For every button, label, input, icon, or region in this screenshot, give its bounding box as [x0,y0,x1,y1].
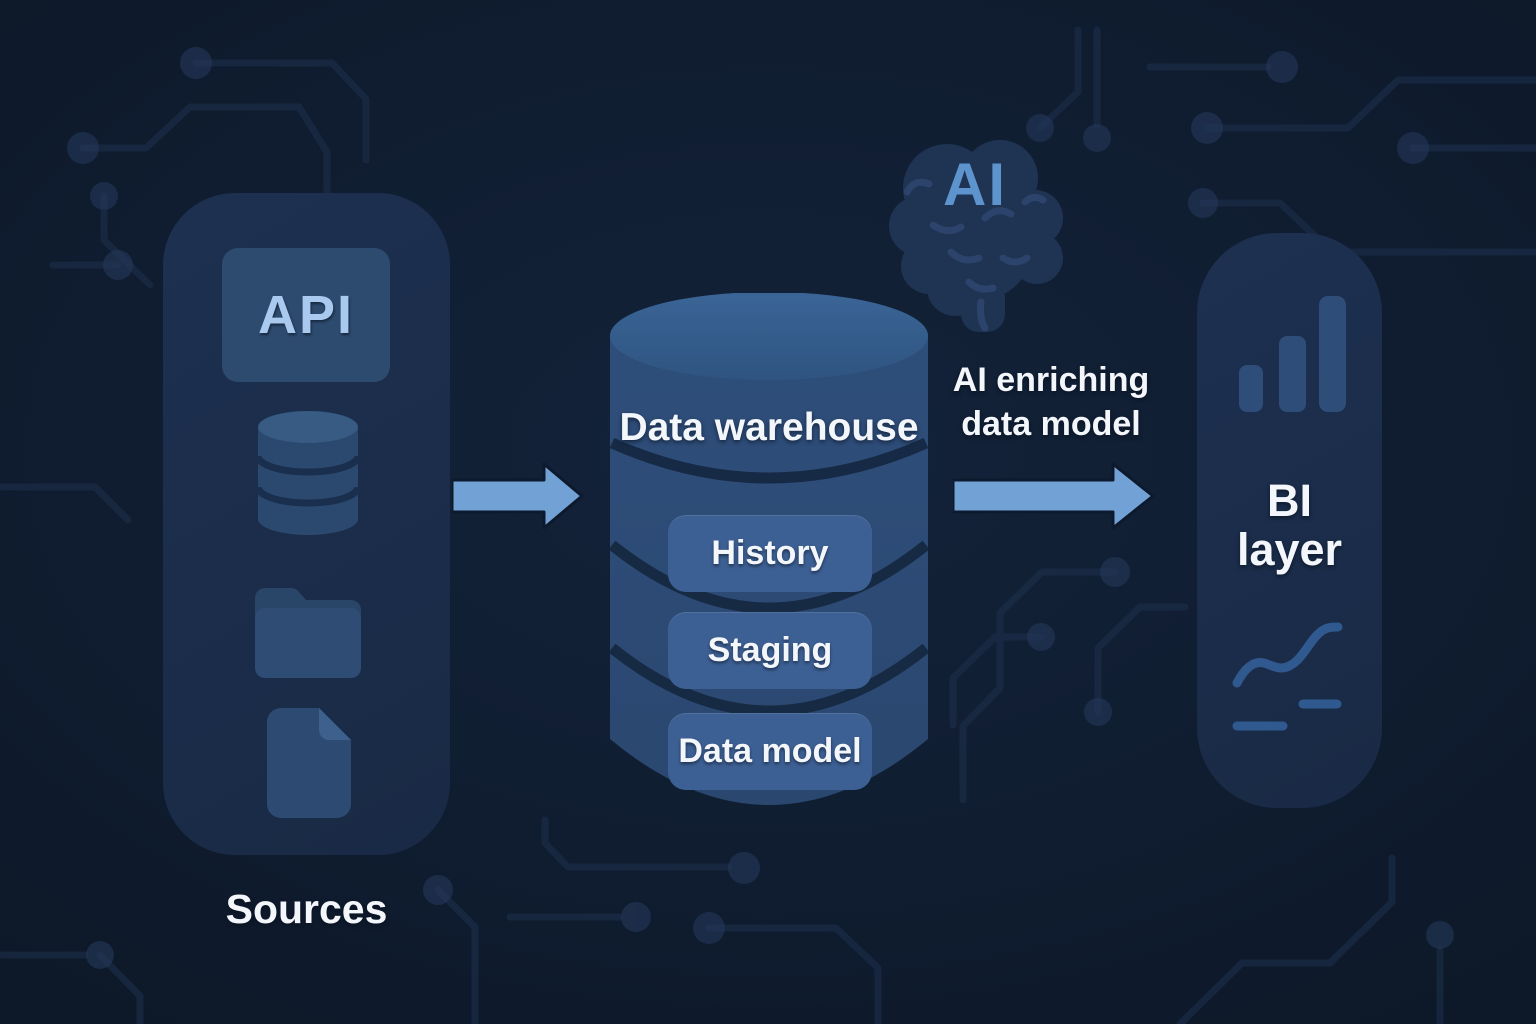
ai-caption-line1: AI enriching [952,361,1150,399]
folder-icon [255,587,361,678]
bi-label-line1: BI [1267,475,1312,526]
sources-panel: API [163,193,450,855]
database-icon [255,411,361,535]
line-chart-icon [1232,622,1343,731]
warehouse-layer-staging: Staging [668,612,872,689]
api-badge-label: API [257,285,355,345]
sources-label: Sources [225,886,388,932]
ai-brain-label: AI [943,151,1007,218]
bi-label: BI layer [1197,476,1382,574]
document-icon [267,708,351,818]
bi-label-line2: layer [1236,524,1343,575]
api-badge: API [222,248,390,382]
arrow-sources-to-warehouse-icon [452,462,584,530]
warehouse-layer-data-model: Data model [668,713,872,790]
ai-brain-icon [889,140,1063,332]
warehouse-layer-label: Staging [707,631,833,669]
bi-panel: BI layer [1197,233,1382,808]
warehouse-layer-label: History [711,534,829,572]
bar-chart-icon [1239,296,1346,412]
arrow-warehouse-to-bi-icon [953,462,1155,530]
warehouse-layer-label: Data model [678,732,862,770]
ai-caption-line2: data model [961,405,1141,443]
warehouse-layer-history: History [668,515,872,592]
warehouse-title: Data warehouse [619,406,919,449]
ai-caption: AI enriching data model [941,358,1161,446]
